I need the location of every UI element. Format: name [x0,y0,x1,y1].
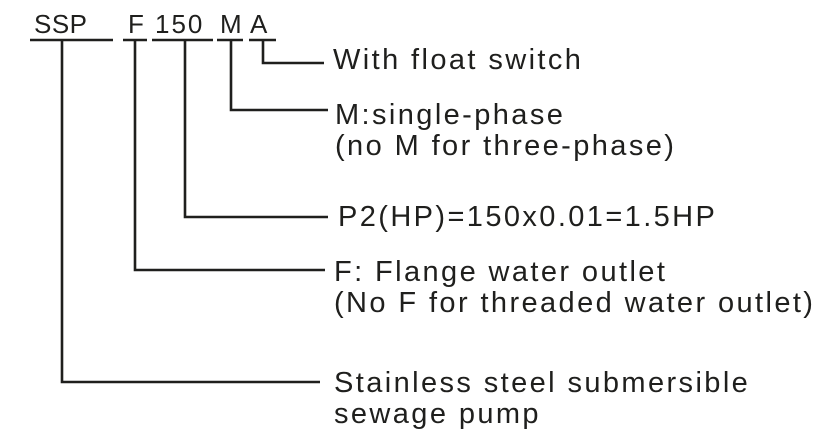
label-float-switch: With float switch [333,45,583,76]
label-phase: M:single-phase (no M for three-phase) [335,100,676,162]
leader-line-a [261,40,324,65]
label-power-rating: P2(HP)=150x0.01=1.5HP [338,202,717,233]
leader-line-f [133,40,325,272]
model-code-segment-ssp: SSP [34,9,88,39]
label-line: P2(HP)=150x0.01=1.5HP [338,201,718,233]
leader-line-m [229,40,328,112]
label-line: With float switch [333,44,584,76]
model-code-segment-m: M [220,9,243,39]
leader-line-ssp [60,40,320,384]
label-pump-type: Stainless steel submersible sewage pump [334,368,750,430]
label-water-outlet: F: Flange water outlet (No F for threade… [334,257,815,319]
label-line: (no M for three-phase) [335,130,677,162]
label-line: F: Flange water outlet [334,256,668,288]
label-line: M:single-phase [335,99,566,131]
model-code-segment-150: 150 [155,9,205,39]
label-line: Stainless steel submersible [334,367,751,399]
model-code-segment-a: A [250,9,268,39]
model-code-segment-f: F [128,9,145,39]
leader-line-150 [183,40,328,219]
label-line: sewage pump [334,398,541,430]
label-line: (No F for threaded water outlet) [334,287,816,319]
